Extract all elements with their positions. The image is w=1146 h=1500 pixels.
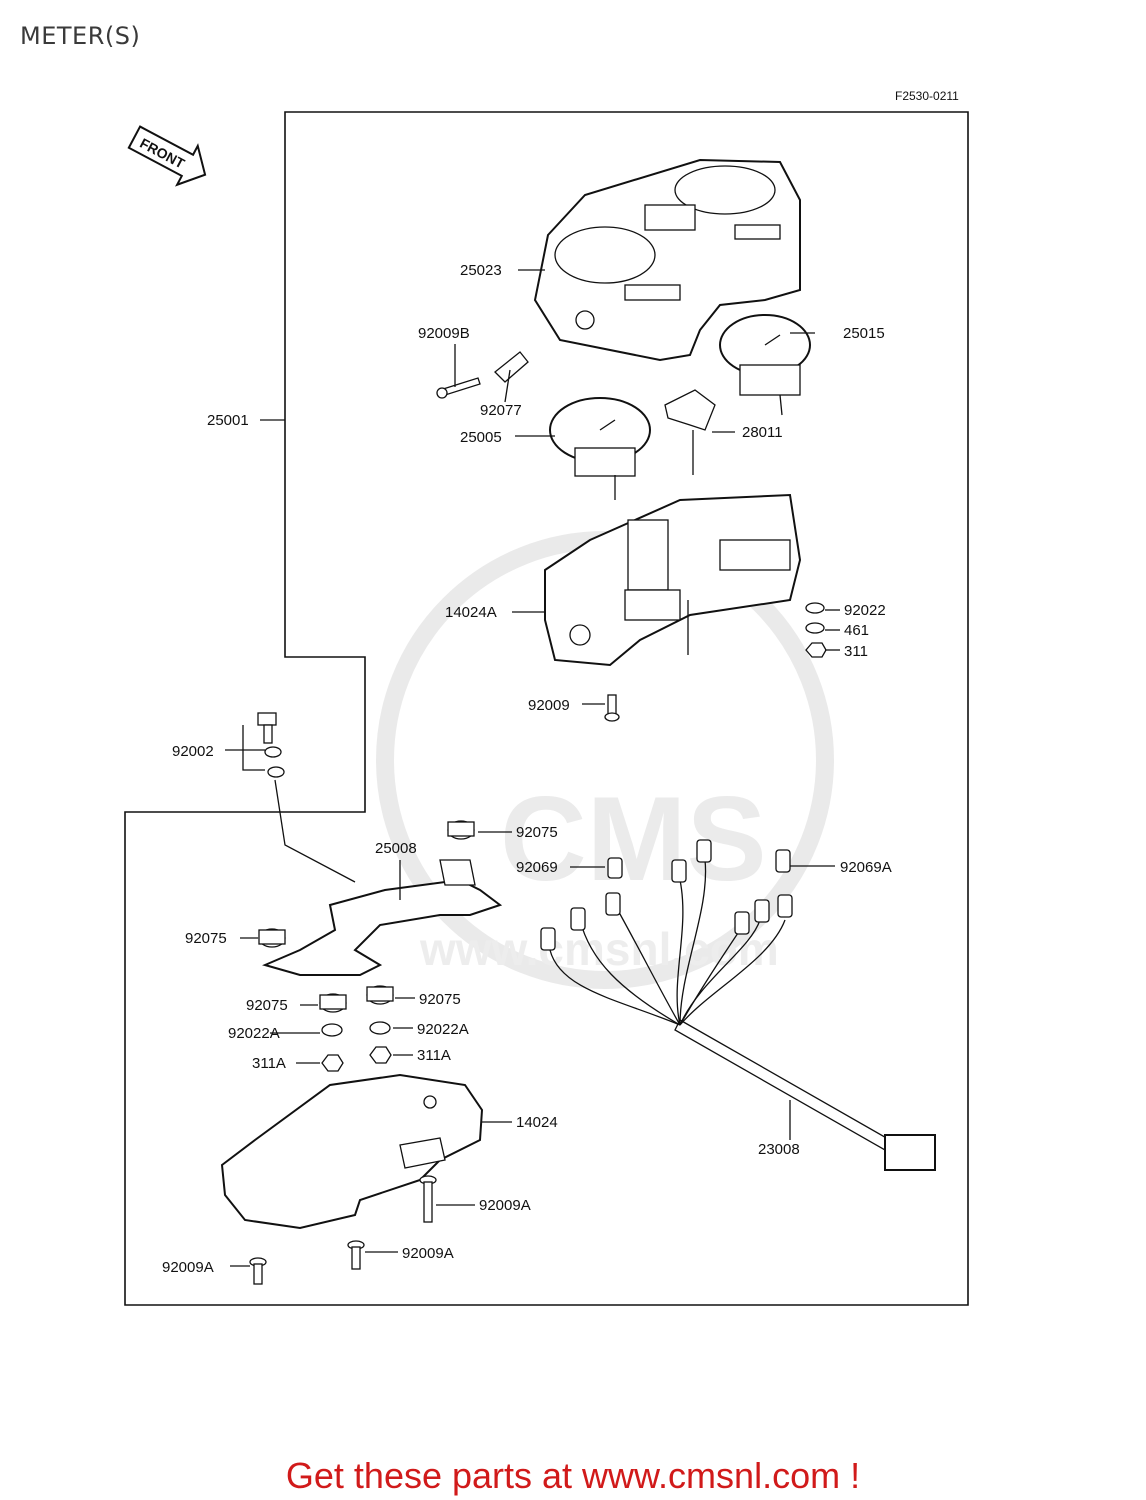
callout-92009: 92009 xyxy=(528,697,570,714)
callout-23008: 23008 xyxy=(758,1141,800,1158)
assembly-outline-upper xyxy=(124,111,969,1306)
callout-92009a-right: 92009A xyxy=(479,1197,531,1214)
svg-text:www.cmsnl.com: www.cmsnl.com xyxy=(419,923,779,975)
callout-461: 461 xyxy=(844,622,869,639)
callout-14024: 14024 xyxy=(516,1114,558,1131)
callout-92022: 92022 xyxy=(844,602,886,619)
callout-25008: 25008 xyxy=(375,840,417,857)
screw-92009b xyxy=(436,377,481,399)
callout-311a-left: 311A xyxy=(252,1055,286,1072)
callout-92009a-mid: 92009A xyxy=(402,1245,454,1262)
watermark: CMS www.cmsnl.com xyxy=(376,531,834,989)
tachometer xyxy=(719,314,811,416)
svg-text:CMS: CMS xyxy=(500,772,767,906)
callout-25005: 25005 xyxy=(460,429,502,446)
speedometer xyxy=(549,397,651,500)
cta-link[interactable]: Get these parts at www.cmsnl.com ! xyxy=(285,1455,861,1496)
meter-bracket-25008 xyxy=(262,859,503,976)
damper-92075-mid-left xyxy=(319,993,347,1013)
bolt-92002 xyxy=(257,712,356,883)
meter-case-14024a xyxy=(544,493,802,667)
screw-92009a-left xyxy=(249,1257,267,1285)
callout-92069: 92069 xyxy=(516,859,558,876)
callout-92009a-left: 92009A xyxy=(162,1259,214,1276)
callout-92009b: 92009B xyxy=(418,325,470,342)
washer-92022a-right xyxy=(369,1021,391,1035)
callout-25001: 25001 xyxy=(207,412,249,429)
meter-bracket-28011 xyxy=(664,389,716,475)
screw-92009 xyxy=(604,694,620,722)
callout-28011: 28011 xyxy=(742,424,783,441)
figure-code: F2530-0211 xyxy=(895,89,959,103)
nut-311a-right xyxy=(369,1046,392,1064)
page-title: METER(S) xyxy=(20,22,141,50)
nut-311a-left xyxy=(321,1054,344,1072)
leader-lines xyxy=(225,269,840,1267)
washer-92022 xyxy=(805,602,825,614)
callout-92022a-left: 92022A xyxy=(228,1025,280,1042)
screw-92009a-mid xyxy=(347,1240,365,1270)
callout-92022a-right: 92022A xyxy=(417,1021,469,1038)
front-arrow-icon: FRONT xyxy=(127,125,207,187)
lower-case-14024 xyxy=(220,1073,484,1230)
callout-311: 311 xyxy=(844,643,868,660)
callout-25015: 25015 xyxy=(843,325,885,342)
callout-92002: 92002 xyxy=(172,743,214,760)
damper-92075-top xyxy=(447,820,475,840)
meter-cover xyxy=(533,158,801,362)
callout-92075-mid-left: 92075 xyxy=(246,997,288,1014)
callout-14024a: 14024A xyxy=(445,604,497,621)
screw-92009a-right xyxy=(419,1175,437,1223)
washer-461 xyxy=(805,622,825,634)
nut-311 xyxy=(805,642,827,658)
damper-92075-left xyxy=(258,928,286,948)
damper-92075-mid-right xyxy=(366,985,394,1005)
cable-fitting-92077 xyxy=(494,351,529,383)
callout-92075-top: 92075 xyxy=(516,824,558,841)
parts-diagram: CMS www.cmsnl.com F2530-0211 FRONT xyxy=(124,89,969,1306)
callout-92069a: 92069A xyxy=(840,859,892,876)
callout-92075-left: 92075 xyxy=(185,930,227,947)
callout-311a-right: 311A xyxy=(417,1047,451,1064)
wiring-harness-23008 xyxy=(540,839,936,1171)
washer-92022a-left xyxy=(321,1023,343,1037)
callout-92077: 92077 xyxy=(480,402,522,419)
callout-92075-mid-right: 92075 xyxy=(419,991,461,1008)
callout-25023: 25023 xyxy=(460,262,502,279)
